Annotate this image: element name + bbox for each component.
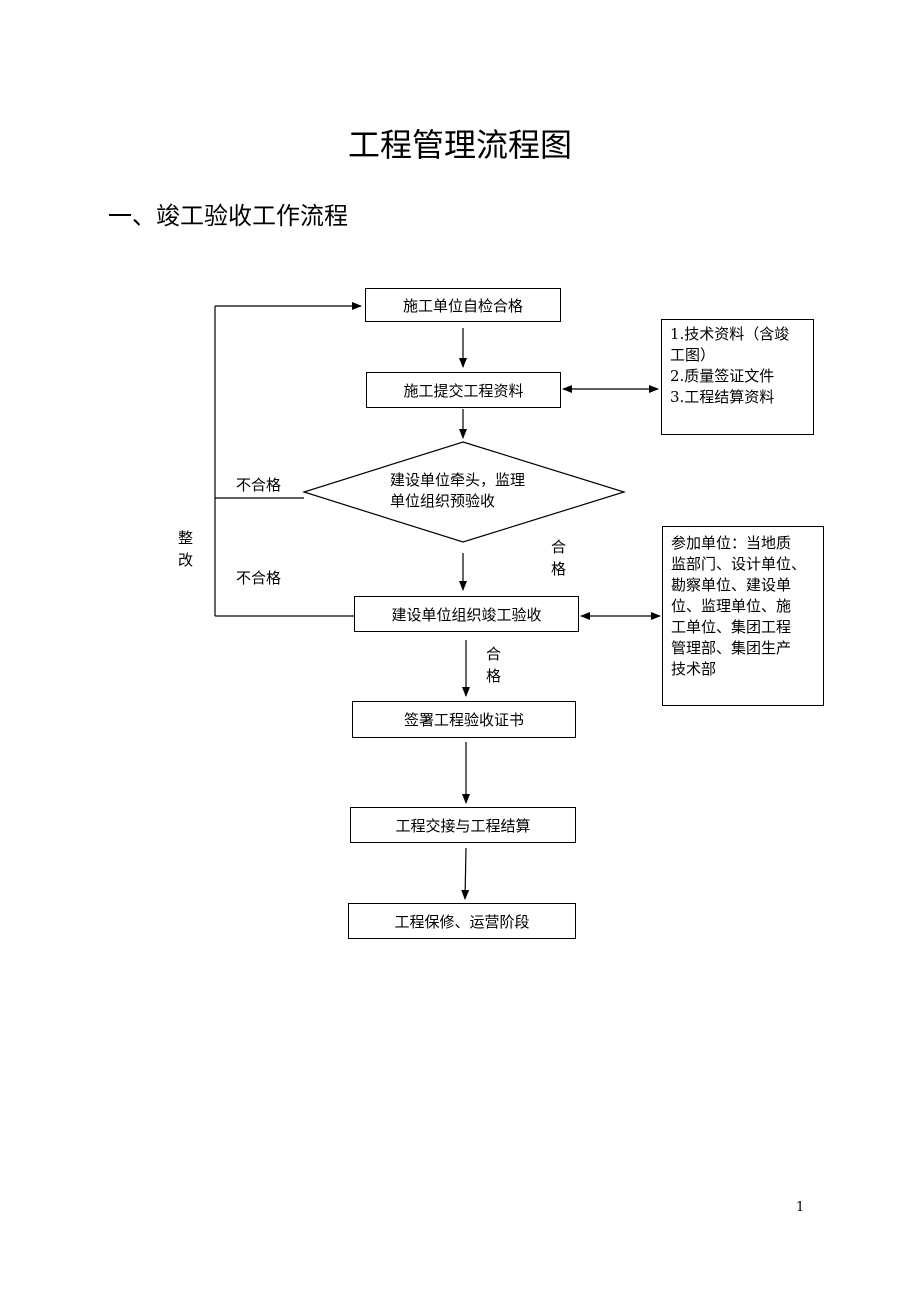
arrow-step6-step7 bbox=[461, 847, 470, 900]
section-title: 一、竣工验收工作流程 bbox=[108, 202, 348, 230]
note-materials-line: 3.工程结算资料 bbox=[670, 388, 775, 406]
step-submit-documents: 施工提交工程资料 bbox=[366, 372, 561, 408]
note-materials-line: 2.质量签证文件 bbox=[670, 367, 775, 385]
label-fail-preinspection: 不合格 bbox=[236, 476, 282, 494]
label-rectify: 整改 bbox=[178, 529, 194, 569]
step-self-inspection-label: 施工单位自检合格 bbox=[402, 296, 523, 315]
page-number: 1 bbox=[796, 1200, 805, 1215]
step-sign-certificate: 签署工程验收证书 bbox=[352, 701, 576, 738]
note-participants-line: 位、监理单位、施 bbox=[671, 597, 792, 615]
decision-text-line2: 单位组织预验收 bbox=[390, 492, 496, 510]
step-completion-acceptance-label: 建设单位组织竣工验收 bbox=[391, 605, 542, 624]
label-fail-acceptance: 不合格 bbox=[236, 569, 282, 587]
step-completion-acceptance: 建设单位组织竣工验收 bbox=[354, 596, 579, 632]
label-pass-preinspection: 合格 bbox=[551, 538, 567, 578]
note-materials-line: 1.技术资料（含竣 bbox=[670, 325, 790, 343]
note-participants-line: 监部门、设计单位、 bbox=[671, 555, 807, 573]
note-materials: 1.技术资料（含竣 工图） 2.质量签证文件 3.工程结算资料 bbox=[661, 319, 814, 435]
step-self-inspection: 施工单位自检合格 bbox=[365, 288, 561, 322]
decision-diamond bbox=[301, 441, 627, 543]
step-submit-documents-label: 施工提交工程资料 bbox=[403, 381, 524, 400]
note-participants-line: 技术部 bbox=[671, 660, 717, 678]
decision-text: 建设单位牵头，监理 单位组织预验收 bbox=[390, 470, 525, 512]
note-materials-line: 工图） bbox=[670, 346, 716, 364]
step-warranty-operation-label: 工程保修、运营阶段 bbox=[394, 912, 530, 931]
note-participants-line: 参加单位：当地质 bbox=[671, 534, 792, 552]
label-pass-acceptance: 合格 bbox=[486, 645, 502, 685]
note-participants-line: 管理部、集团生产 bbox=[671, 639, 792, 657]
step-warranty-operation: 工程保修、运营阶段 bbox=[348, 903, 576, 939]
page-title: 工程管理流程图 bbox=[347, 126, 572, 164]
note-participants-line: 工单位、集团工程 bbox=[671, 618, 792, 636]
step-handover-settlement-label: 工程交接与工程结算 bbox=[395, 816, 531, 835]
note-participants-line: 勘察单位、建设单 bbox=[671, 576, 792, 594]
note-participants: 参加单位：当地质 监部门、设计单位、 勘察单位、建设单 位、监理单位、施 工单位… bbox=[662, 526, 824, 706]
step-sign-certificate-label: 签署工程验收证书 bbox=[403, 711, 524, 729]
decision-text-line1: 建设单位牵头，监理 bbox=[390, 471, 526, 489]
step-handover-settlement: 工程交接与工程结算 bbox=[350, 807, 576, 843]
